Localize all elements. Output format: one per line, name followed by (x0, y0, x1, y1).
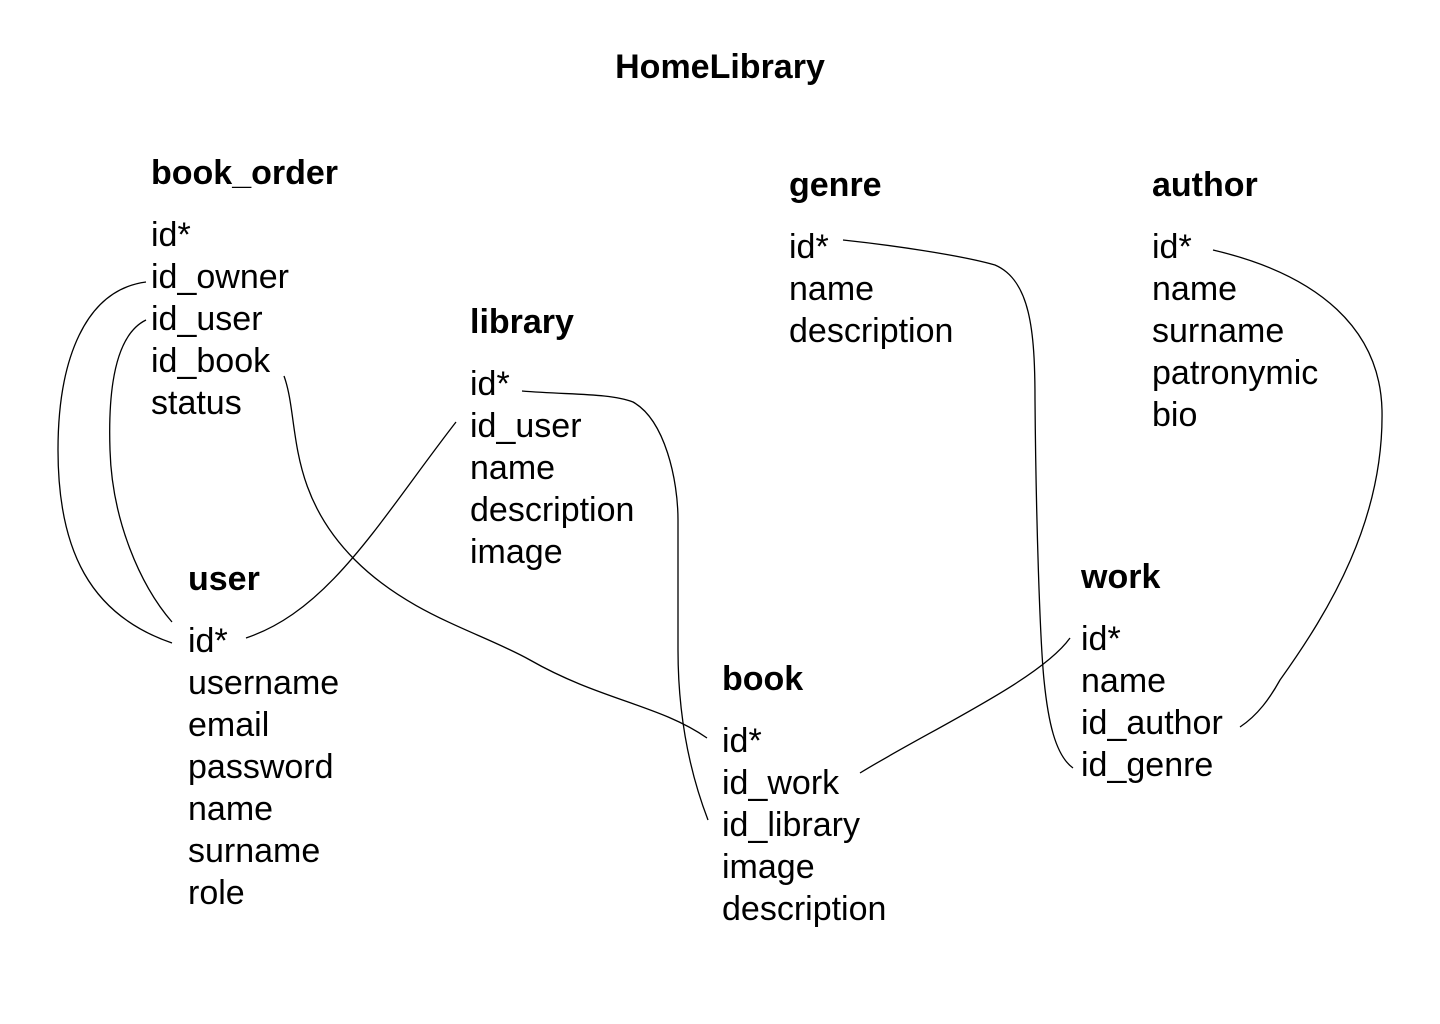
field-author-surname: surname (1152, 312, 1285, 350)
field-user-username: username (188, 664, 340, 702)
field-book-order-id-user: id_user (151, 300, 263, 338)
entity-title-library: library (470, 303, 574, 341)
field-user-id: id* (188, 622, 228, 660)
field-book-id-work: id_work (722, 764, 840, 802)
field-library-image: image (470, 533, 563, 571)
field-work-id: id* (1081, 620, 1121, 658)
field-list-user: id* username email password name surname… (188, 620, 339, 914)
field-book-description: description (722, 890, 887, 928)
field-book-order-id: id* (151, 216, 191, 254)
field-book-order-id-owner: id_owner (151, 258, 289, 296)
field-library-name: name (470, 449, 556, 487)
entity-book: book id* id_work id_library image descri… (722, 658, 886, 930)
entity-title-work: work (1081, 558, 1161, 596)
field-genre-name: name (789, 270, 875, 308)
field-book-id-library: id_library (722, 806, 860, 844)
field-list-book: id* id_work id_library image description (722, 720, 886, 930)
field-library-id: id* (470, 365, 510, 403)
field-genre-id: id* (789, 228, 829, 266)
field-work-id-genre: id_genre (1081, 746, 1214, 784)
field-list-book-order: id* id_owner id_user id_book status (151, 214, 338, 424)
field-user-surname: surname (188, 832, 321, 870)
entity-genre: genre id* name description (789, 164, 953, 352)
field-book-id: id* (722, 722, 762, 760)
field-work-name: name (1081, 662, 1167, 700)
field-genre-description: description (789, 312, 954, 350)
relation-book-work-to-work (859, 637, 1071, 774)
field-library-description: description (470, 491, 635, 529)
field-book-order-id-book: id_book (151, 342, 271, 380)
diagram-title: HomeLibrary (615, 48, 825, 86)
field-book-order-status: status (151, 384, 242, 422)
entity-user: user id* username email password name su… (188, 558, 339, 914)
entity-title-author: author (1152, 166, 1258, 204)
field-user-role: role (188, 874, 245, 912)
field-list-genre: id* name description (789, 226, 953, 352)
field-user-name: name (188, 790, 274, 828)
field-author-bio: bio (1152, 396, 1198, 434)
field-book-image: image (722, 848, 815, 886)
field-list-library: id* id_user name description image (470, 363, 634, 573)
entity-library: library id* id_user name description ima… (470, 301, 634, 573)
entity-author: author id* name surname patronymic bio (1152, 164, 1318, 436)
entity-title-user: user (188, 560, 260, 598)
field-work-id-author: id_author (1081, 704, 1223, 742)
field-library-id-user: id_user (470, 407, 582, 445)
entity-title-book: book (722, 660, 804, 698)
field-list-work: id* name id_author id_genre (1081, 618, 1223, 786)
field-user-email: email (188, 706, 270, 744)
field-author-name: name (1152, 270, 1238, 308)
field-author-patronymic: patronymic (1152, 354, 1319, 392)
field-author-id: id* (1152, 228, 1192, 266)
entity-title-book-order: book_order (151, 154, 339, 192)
field-user-password: password (188, 748, 334, 786)
field-list-author: id* name surname patronymic bio (1152, 226, 1318, 436)
entity-title-genre: genre (789, 166, 882, 204)
entity-work: work id* name id_author id_genre (1081, 556, 1223, 786)
entity-book-order: book_order id* id_owner id_user id_book … (151, 152, 338, 424)
